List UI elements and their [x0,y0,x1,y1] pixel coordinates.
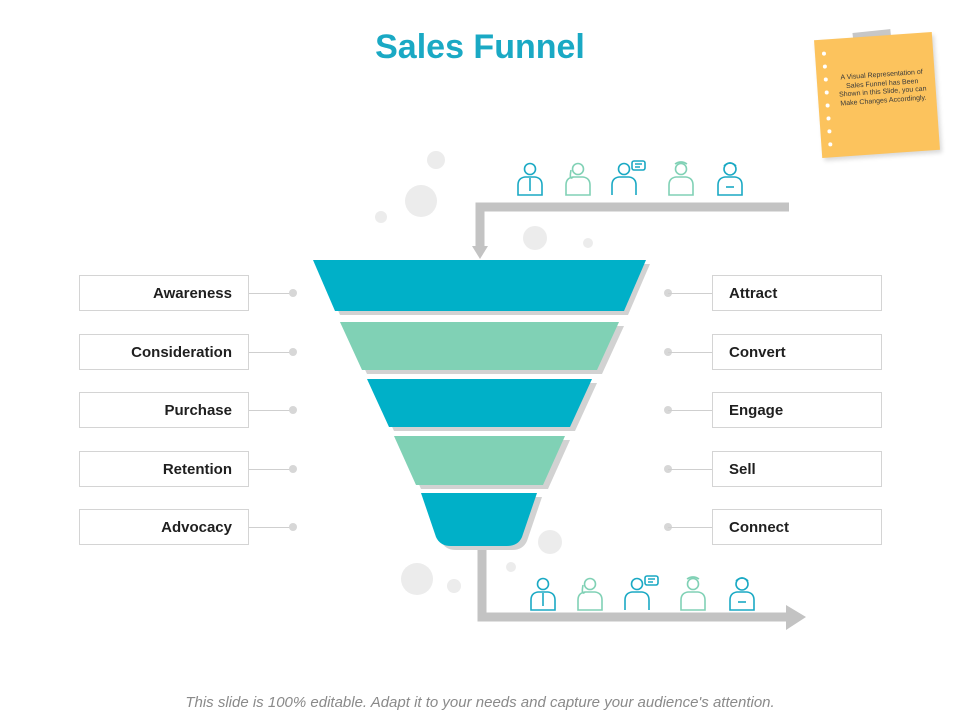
footer-text: This slide is 100% editable. Adapt it to… [185,694,775,711]
bubble [375,211,387,223]
connector-dot [289,348,297,356]
businessman-icon-bottom [530,577,556,611]
connector-line [668,527,712,528]
funnel-layer-1 [313,260,646,311]
bubble [427,151,445,169]
woman-icon-top [668,161,694,196]
funnel-layer-2 [340,322,619,370]
bubble [401,563,433,595]
stage-label-connect: Connect [712,509,882,545]
connector-dot [289,406,297,414]
stage-label-convert: Convert [712,334,882,370]
stage-label-advocacy: Advocacy [79,509,249,545]
woman-chat-icon-top [611,160,646,195]
connector-line [668,293,712,294]
man-icon-bottom [729,577,755,611]
bubble [447,579,461,593]
connector-line [668,469,712,470]
connector-line [249,527,291,528]
stage-label-engage: Engage [712,392,882,428]
stage-label-attract: Attract [712,275,882,311]
woman-chat-icon-bottom [624,575,659,610]
businesswoman-icon-bottom [577,577,603,611]
connector-dot [289,523,297,531]
page-title: Sales Funnel [375,28,585,66]
bubble [405,185,437,217]
stage-label-consideration: Consideration [79,334,249,370]
connector-dot [289,289,297,297]
bottom-arrow-head [786,605,806,630]
connector-line [668,410,712,411]
connector-line [249,352,291,353]
bubble [506,562,516,572]
funnel-layer-3 [367,379,592,427]
connector-line [249,469,291,470]
top-arrow-head [472,246,488,259]
businessman-icon-top [517,162,543,196]
man-icon-top [717,162,743,196]
connector-line [249,293,291,294]
connector-line [249,410,291,411]
bubble [538,530,562,554]
connector-line [668,352,712,353]
bottom-arrow [477,548,788,622]
connector-dot [289,465,297,473]
stage-label-awareness: Awareness [79,275,249,311]
stage-label-retention: Retention [79,451,249,487]
top-arrow [475,202,789,248]
stage-label-purchase: Purchase [79,392,249,428]
stage-label-sell: Sell [712,451,882,487]
bubble [583,238,593,248]
funnel-layer-4 [394,436,565,485]
businesswoman-icon-top [565,162,591,196]
bubble [523,226,547,250]
funnel-layer-5 [421,493,537,546]
woman-icon-bottom [680,576,706,611]
